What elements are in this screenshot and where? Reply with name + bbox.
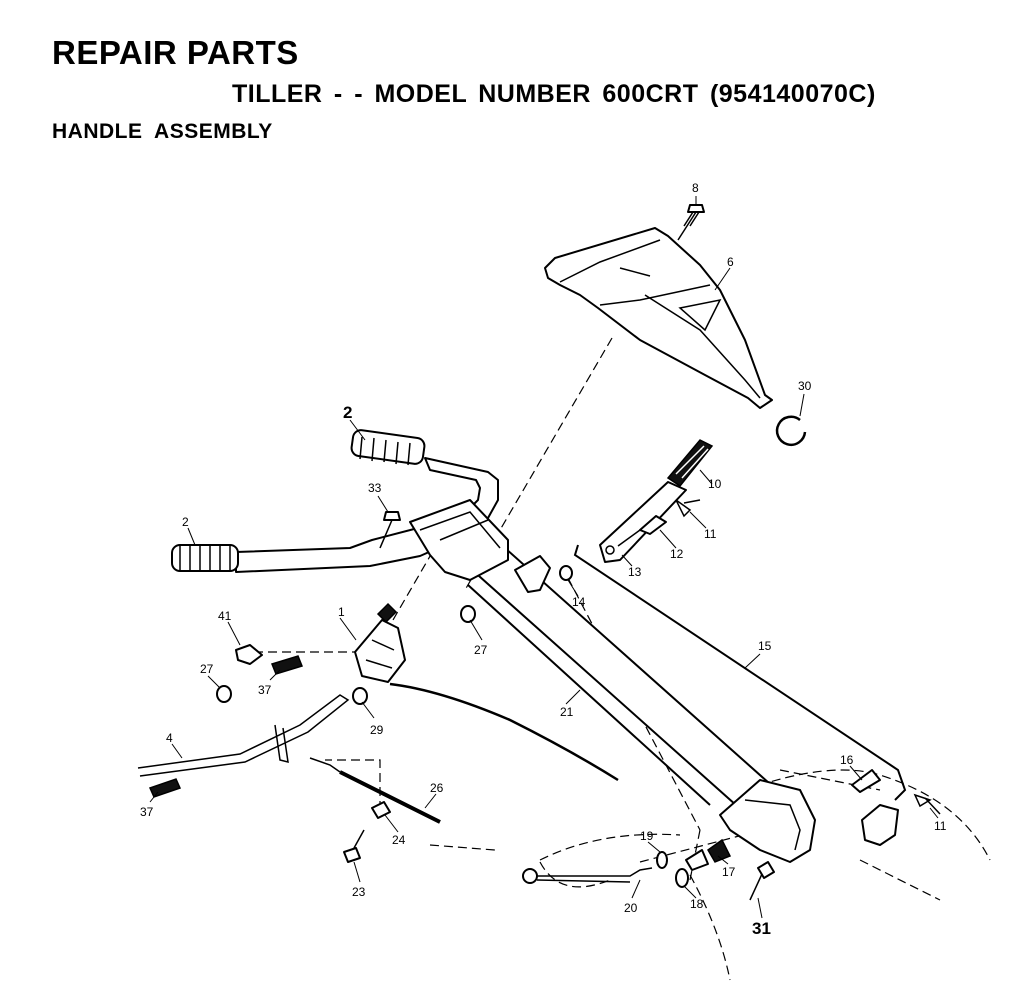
callout-16: 16: [840, 753, 854, 767]
callout-12: 12: [670, 547, 684, 561]
callout-24: 24: [392, 833, 406, 847]
callout-11-upper: 11: [704, 527, 717, 541]
part-30-retaining-ring: [775, 415, 807, 446]
part-12-bolt: [617, 515, 667, 547]
callout-10: 10: [708, 477, 722, 491]
callout-2-upper: 2: [343, 403, 352, 422]
part-41-clip: [235, 644, 263, 665]
section-heading: HANDLE ASSEMBLY: [52, 120, 273, 143]
callout-8: 8: [692, 181, 699, 195]
callout-23: 23: [352, 885, 366, 899]
part-8-screw: [677, 204, 705, 241]
part-24-clip: [371, 801, 391, 819]
callout-31: 31: [752, 919, 771, 938]
callout-27-right: 27: [474, 643, 488, 657]
part-27-washer: [216, 605, 476, 703]
callout-26: 26: [430, 781, 444, 795]
callout-11-lower: 11: [934, 819, 947, 833]
part-10-grip: [666, 439, 714, 488]
callout-29: 29: [370, 723, 384, 737]
callout-20: 20: [624, 901, 638, 915]
part-17-cams: [685, 838, 732, 871]
part-15-shift-rod: [573, 544, 907, 801]
callout-18: 18: [690, 897, 704, 911]
part-18-washer: [675, 868, 689, 888]
part-16-bolt: [851, 769, 881, 793]
part-31-bolt: [749, 861, 775, 901]
callout-33: 33: [368, 481, 382, 495]
callout-21: 21: [560, 705, 574, 719]
callout-6: 6: [727, 255, 734, 269]
callout-4: 4: [166, 731, 173, 745]
callout-14: 14: [572, 595, 586, 609]
part-21-cable: [389, 584, 711, 806]
callout-19: 19: [640, 829, 654, 843]
model-subtitle: TILLER - - MODEL NUMBER 600CRT (95414007…: [232, 80, 876, 108]
page-title: REPAIR PARTS: [52, 34, 299, 71]
part-21-handle-tube: [409, 499, 816, 863]
callout-labels: 8 6 30 2 2 33 10 11 12 13 14 15 1 41 27 …: [140, 181, 947, 938]
callout-15: 15: [758, 639, 772, 653]
part-11-clevis-pin-lower: [913, 793, 941, 815]
callout-13: 13: [628, 565, 642, 579]
callout-30: 30: [798, 379, 812, 393]
part-1-control-bracket: [354, 602, 406, 683]
part-29-nut: [352, 687, 368, 705]
part-14-spacer: [559, 565, 573, 581]
part-23-screw: [343, 829, 365, 863]
part-11-clevis-pin: [675, 499, 701, 518]
part-4-control-rod: [137, 694, 350, 777]
part-33-screw: [379, 511, 401, 549]
part-16-bracket: [861, 804, 899, 846]
part-19-washer: [656, 851, 668, 869]
callout-37-upper: 37: [258, 683, 272, 697]
callout-37-lower: 37: [140, 805, 154, 819]
callout-1: 1: [338, 605, 345, 619]
callout-17: 17: [722, 865, 736, 879]
part-20-depth-lever: [522, 867, 653, 884]
callout-2-lower: 2: [182, 515, 189, 529]
callout-41: 41: [218, 609, 232, 623]
leader-lines: [149, 196, 939, 919]
part-6-handle-cover: [544, 227, 773, 409]
part-26-cable: [309, 757, 441, 824]
callout-27-left: 27: [200, 662, 214, 676]
part-37-spring-pin: [148, 655, 303, 798]
